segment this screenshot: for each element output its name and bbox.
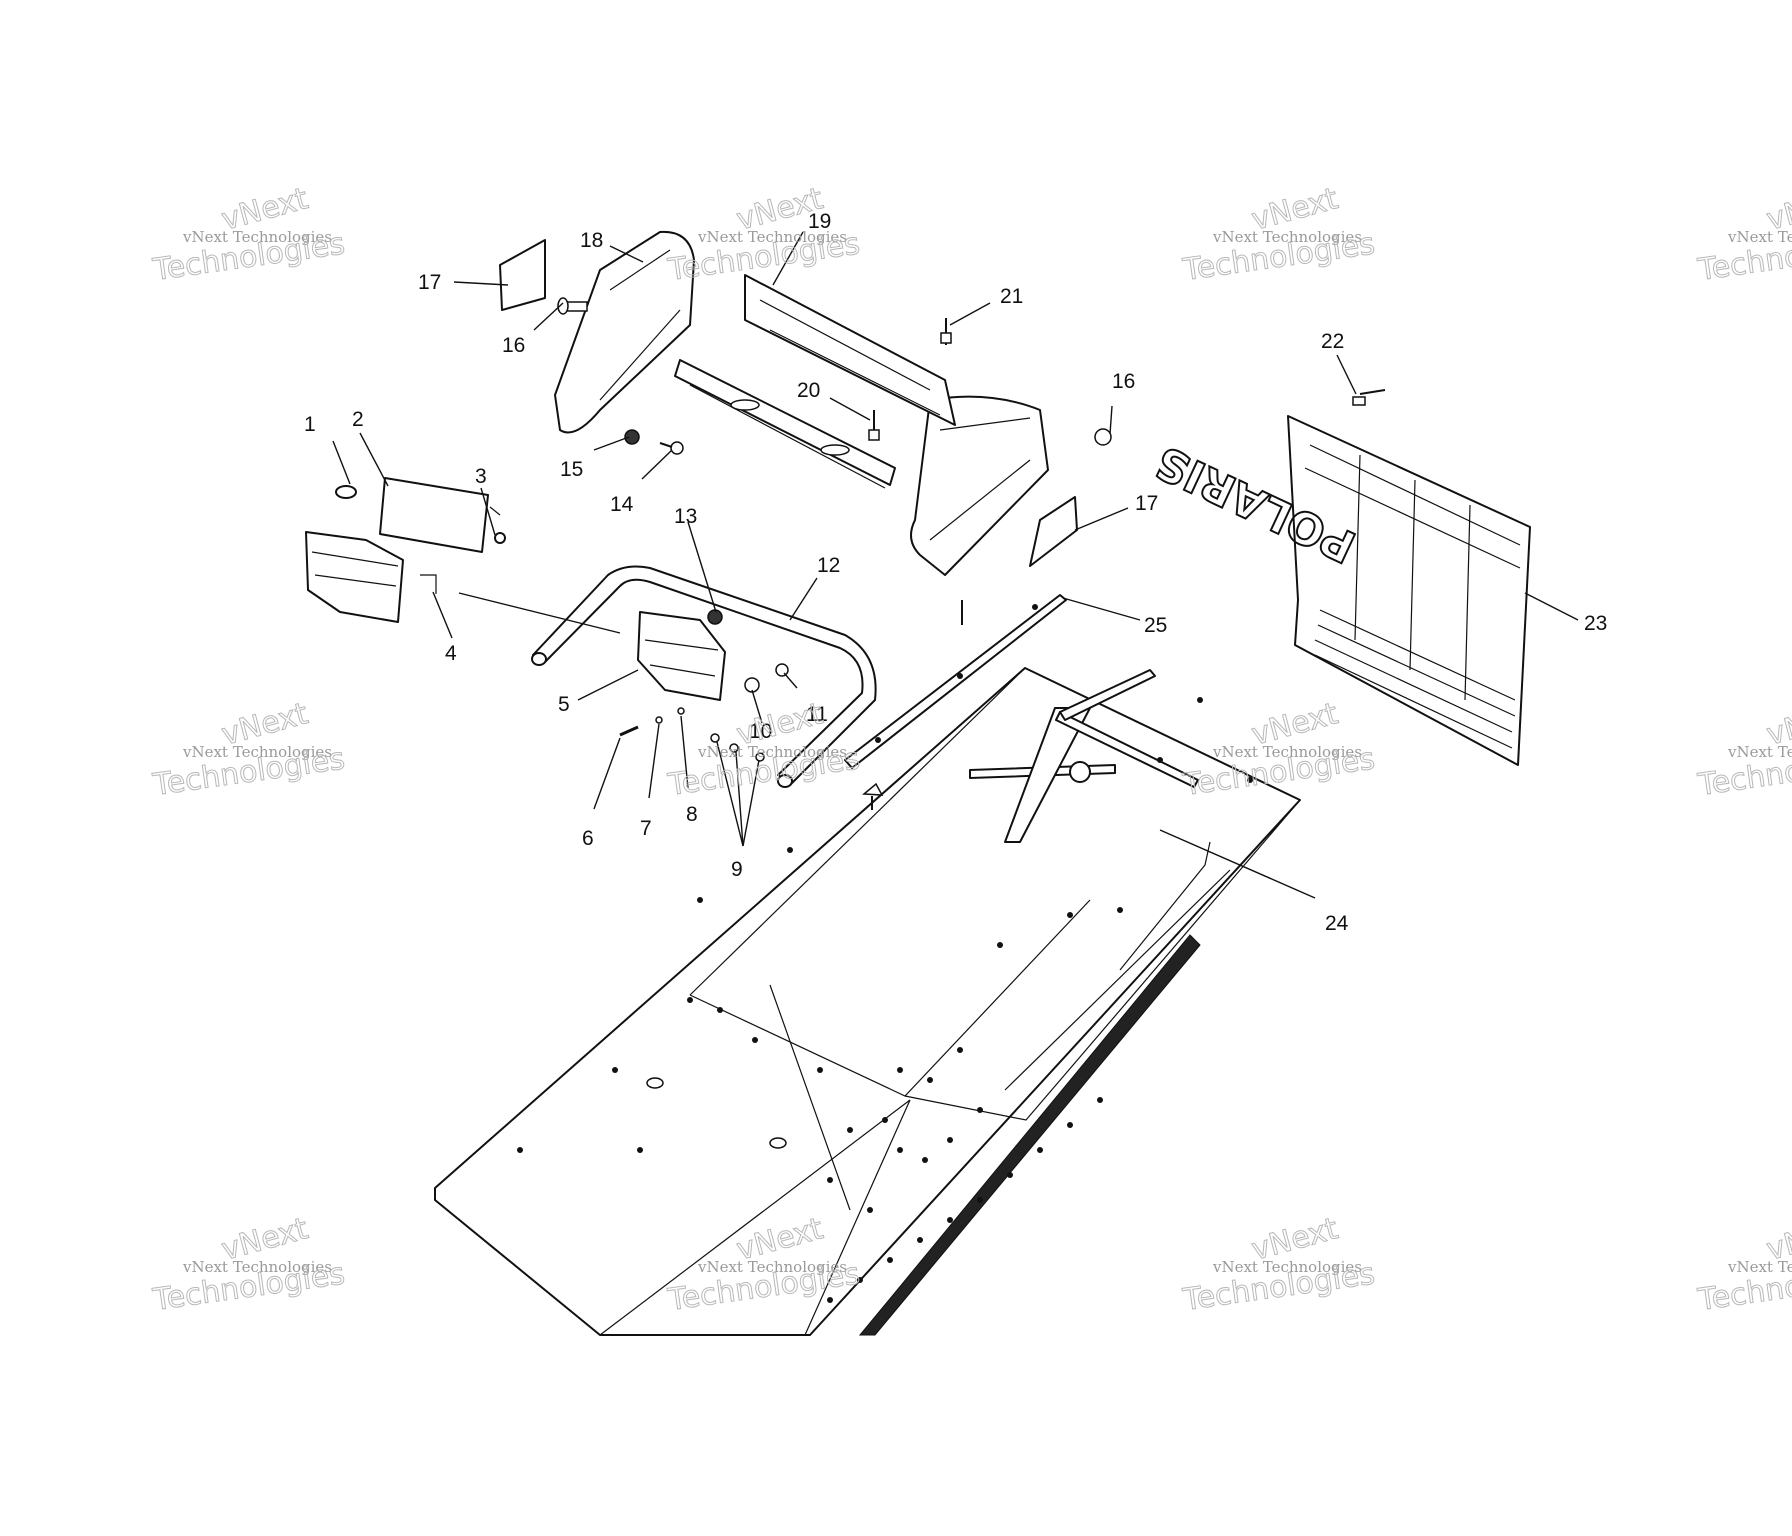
svg-text:vNext Technologies: vNext Technologies <box>1212 743 1362 761</box>
svg-text:vNext Technologies: vNext Technologies <box>697 228 847 246</box>
rivet-part-22 <box>1352 389 1386 406</box>
callout-19: 19 <box>808 210 831 233</box>
tail-light-part-5 <box>637 611 726 701</box>
callout-23: 23 <box>1584 612 1607 635</box>
watermark: vNext vNext Technologies Technologies <box>150 1211 348 1319</box>
nut-part-13 <box>707 609 723 625</box>
watermark: vNext vNext Technologies Technologies <box>1180 1211 1378 1319</box>
callout-5: 5 <box>558 693 570 716</box>
watermark: vNext vNext Technologies Technologies <box>1180 181 1378 289</box>
callout-9: 9 <box>731 858 743 881</box>
watermark-grid: vNext vNext Technologies Technologies vN… <box>150 181 1792 1319</box>
watermark: vNext vNext Technologies Technologies <box>1695 1211 1792 1319</box>
callout-13: 13 <box>674 505 697 528</box>
crossbar-part-19 <box>744 274 956 426</box>
svg-text:vNext Technologies: vNext Technologies <box>1212 228 1362 246</box>
callout-16-right: 16 <box>1112 370 1135 393</box>
callout-3: 3 <box>475 465 487 488</box>
svg-text:vNext Technologies: vNext Technologies <box>1727 1258 1792 1276</box>
rail-part-25 <box>844 594 1067 769</box>
watermark: vNext vNext Technologies Technologies <box>150 181 348 289</box>
screw-part-16-right <box>1094 428 1112 446</box>
tunnel-holes <box>517 697 1253 1303</box>
callout-24: 24 <box>1325 912 1349 935</box>
svg-text:vNext Technologies: vNext Technologies <box>182 743 332 761</box>
callout-8: 8 <box>686 803 698 826</box>
fasteners <box>557 297 1386 810</box>
tunnel-part-24 <box>434 667 1301 1336</box>
tail-light-lens-assembly <box>305 477 506 623</box>
callout-labels: 1 2 3 4 5 6 7 8 9 10 11 12 13 14 15 16 1… <box>304 210 1607 935</box>
callout-1: 1 <box>304 413 316 436</box>
svg-text:vNext Technologies: vNext Technologies <box>182 228 332 246</box>
rivet-part-20 <box>868 410 880 441</box>
callout-14: 14 <box>610 493 634 516</box>
rivet-part-21 <box>940 318 952 345</box>
screw-part-16-left <box>557 297 588 315</box>
svg-text:vNext Technologies: vNext Technologies <box>1727 743 1792 761</box>
callout-12: 12 <box>817 554 840 577</box>
washer-part-15 <box>624 429 640 445</box>
watermark: vNext vNext Technologies Technologies <box>665 696 863 804</box>
decal-right-part-17 <box>1029 496 1078 567</box>
callout-16-left: 16 <box>502 334 525 357</box>
washer-part-8 <box>677 707 685 715</box>
nut-part-10 <box>744 677 760 693</box>
watermark: vNext vNext Technologies Technologies <box>665 181 863 289</box>
watermark: vNext vNext Technologies Technologies <box>1180 696 1378 804</box>
callout-21: 21 <box>1000 285 1023 308</box>
callout-7: 7 <box>640 817 652 840</box>
side-handle-right <box>910 395 1049 576</box>
callout-17-left: 17 <box>418 271 441 294</box>
washer-part-7 <box>655 716 663 724</box>
callout-6: 6 <box>582 827 594 850</box>
tunnel-cross-brace <box>969 669 1199 843</box>
svg-text:vNext Technologies: vNext Technologies <box>182 1258 332 1276</box>
callout-22: 22 <box>1321 330 1344 353</box>
crossbar-lower <box>674 359 896 489</box>
callout-20: 20 <box>797 379 820 402</box>
bumper-part-12 <box>531 565 877 788</box>
callout-15: 15 <box>560 458 583 481</box>
callout-11: 11 <box>806 703 828 726</box>
svg-text:vNext Technologies: vNext Technologies <box>1727 228 1792 246</box>
watermark: vNext vNext Technologies Technologies <box>150 696 348 804</box>
decal-left-part-17 <box>499 239 546 311</box>
bolt-part-6 <box>619 725 639 737</box>
watermark: vNext vNext Technologies Technologies <box>1695 181 1792 289</box>
snow-flap-part-23: POLARIS <box>1147 415 1531 766</box>
callout-17-right: 17 <box>1135 492 1158 515</box>
spacers-part-9 <box>710 733 765 762</box>
bolt-part-14 <box>659 441 684 455</box>
callout-10: 10 <box>749 720 772 743</box>
leader-lines <box>332 231 1579 899</box>
push-rivet-lower <box>862 782 884 810</box>
svg-text:vNext Technologies: vNext Technologies <box>697 1258 847 1276</box>
svg-text:vNext Technologies: vNext Technologies <box>1212 1258 1362 1276</box>
nut-part-11 <box>775 663 789 677</box>
side-handle-left-part-18 <box>554 230 695 434</box>
svg-text:vNext Technologies: vNext Technologies <box>697 743 847 761</box>
callout-25: 25 <box>1144 614 1167 637</box>
watermark: vNext vNext Technologies Technologies <box>1695 696 1792 804</box>
callout-4: 4 <box>445 642 457 665</box>
callout-2: 2 <box>352 408 364 431</box>
callout-18: 18 <box>580 229 603 252</box>
